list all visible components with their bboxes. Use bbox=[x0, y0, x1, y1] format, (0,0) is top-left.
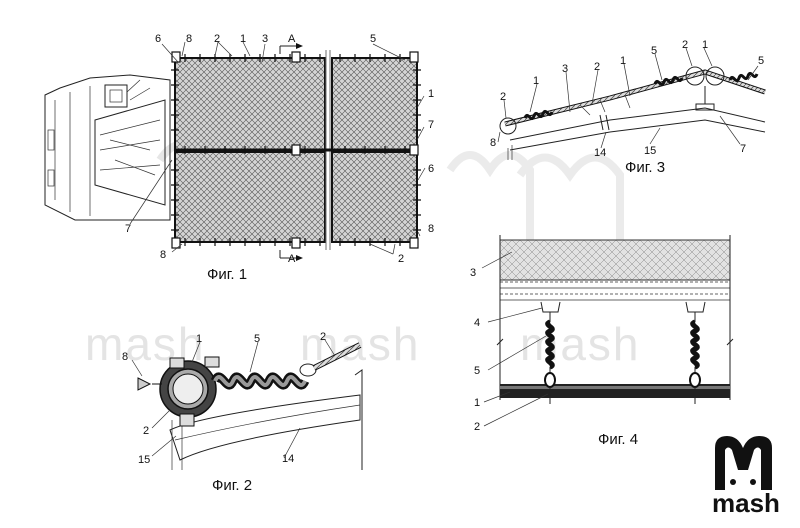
label: 3 bbox=[470, 267, 476, 279]
spring bbox=[210, 363, 317, 390]
label: 1 bbox=[474, 397, 480, 409]
label: 8 bbox=[490, 137, 496, 149]
label: 2 bbox=[682, 39, 688, 51]
fig2-leaders bbox=[131, 339, 336, 459]
label: 2 bbox=[474, 421, 480, 433]
label: 2 bbox=[594, 61, 600, 73]
label: 15 bbox=[138, 454, 150, 466]
spring bbox=[523, 109, 554, 121]
fig3-labels: 1 2 3 2 1 5 2 1 5 8 14 15 7 bbox=[490, 39, 764, 159]
figure-caption: Фиг. 2 bbox=[212, 477, 252, 494]
label: 14 bbox=[594, 147, 606, 159]
label: 7 bbox=[740, 143, 746, 155]
label: 2 bbox=[143, 425, 149, 437]
figure-1: 6 8 2 1 3 A 5 1 7 6 8 2 A 8 7 Фиг. 1 bbox=[44, 33, 434, 283]
label: A bbox=[288, 33, 296, 45]
label: 5 bbox=[651, 45, 657, 57]
label: 1 bbox=[196, 333, 202, 345]
label: 3 bbox=[562, 63, 568, 75]
fig1-labels: 6 8 2 1 3 A 5 1 7 6 8 2 A 8 7 bbox=[125, 33, 434, 265]
fig1-leaders bbox=[129, 41, 426, 255]
label: A bbox=[288, 253, 296, 265]
label: 7 bbox=[125, 223, 131, 235]
logo-icon bbox=[715, 436, 772, 490]
label: 6 bbox=[428, 163, 434, 175]
label: 2 bbox=[398, 253, 404, 265]
label: 1 bbox=[428, 88, 434, 100]
logo-text: mash bbox=[712, 488, 780, 518]
label: 3 bbox=[262, 33, 268, 45]
figure-3: 1 2 3 2 1 5 2 1 5 8 14 15 7 Фиг. 3 bbox=[490, 39, 766, 176]
clamp bbox=[137, 356, 220, 427]
label: 2 bbox=[214, 33, 220, 45]
label: 4 bbox=[474, 317, 480, 329]
label: 5 bbox=[474, 365, 480, 377]
label: 8 bbox=[122, 351, 128, 363]
fig4-labels: 3 4 5 1 2 bbox=[470, 267, 480, 433]
mash-logo: mash bbox=[712, 436, 780, 518]
spring bbox=[653, 75, 684, 87]
hook-assembly bbox=[540, 301, 561, 404]
figure-2: 8 1 5 2 2 15 14 Фиг. 2 bbox=[122, 331, 363, 494]
truck-cab bbox=[44, 74, 171, 221]
label: 8 bbox=[160, 249, 166, 261]
label: 15 bbox=[644, 145, 656, 157]
label: 8 bbox=[428, 223, 434, 235]
watermark-text: mash bbox=[520, 318, 640, 370]
label: 5 bbox=[370, 33, 376, 45]
label: 7 bbox=[428, 119, 434, 131]
label: 14 bbox=[282, 453, 294, 465]
fig2-labels: 8 1 5 2 2 15 14 bbox=[122, 331, 326, 466]
hook-assembly bbox=[685, 301, 706, 404]
cover-panels bbox=[174, 50, 418, 250]
label: 1 bbox=[620, 55, 626, 67]
label: 2 bbox=[500, 91, 506, 103]
figure-4: 3 4 5 1 2 Фиг. 4 bbox=[470, 235, 734, 448]
figure-caption: Фиг. 3 bbox=[625, 159, 665, 176]
label: 8 bbox=[186, 33, 192, 45]
figure-caption: Фиг. 4 bbox=[598, 431, 638, 448]
label: 1 bbox=[533, 75, 539, 87]
fig3-leaders bbox=[497, 47, 759, 149]
label: 2 bbox=[320, 331, 326, 343]
spring bbox=[728, 71, 759, 83]
fig4-leaders bbox=[481, 251, 549, 427]
label: 1 bbox=[702, 39, 708, 51]
label: 5 bbox=[758, 55, 764, 67]
label: 5 bbox=[254, 333, 260, 345]
figure-caption: Фиг. 1 bbox=[207, 266, 247, 283]
watermark-text: mash bbox=[300, 318, 420, 370]
frame-hooks bbox=[171, 51, 421, 249]
section-marker-a bbox=[279, 43, 303, 261]
label: 1 bbox=[240, 33, 246, 45]
label: 6 bbox=[155, 33, 161, 45]
